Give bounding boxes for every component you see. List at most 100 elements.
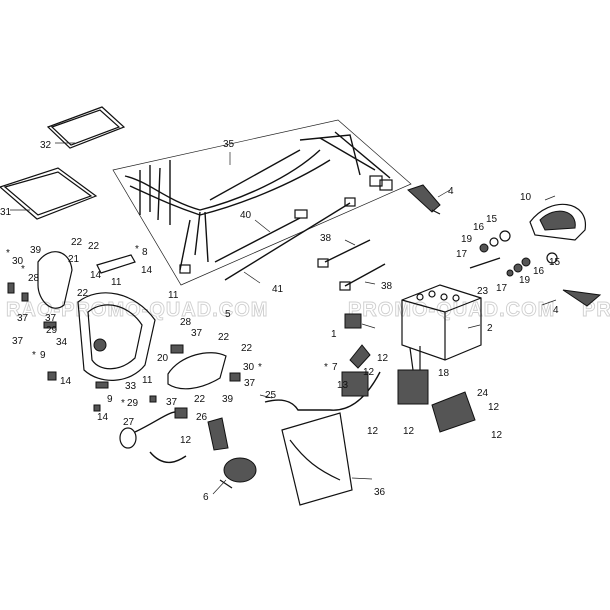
part-38a-wire: [317, 239, 371, 268]
label-37-c: 37: [191, 328, 203, 339]
label-22-f: 22: [194, 394, 206, 405]
leader-lines: [10, 142, 557, 495]
part-7-bracket: [349, 344, 371, 369]
callout-labels: 35 32 31 4 10 40 15 16 19 17 15 16 19 17…: [0, 139, 561, 503]
label-14-a: 14: [90, 270, 102, 281]
label-2: 2: [487, 323, 493, 334]
label-38-top: 38: [320, 233, 332, 244]
asterisk: *: [258, 362, 262, 373]
hardware-group-right: [469, 230, 558, 277]
label-12-b: 12: [377, 353, 389, 364]
label-25: 25: [265, 390, 277, 401]
label-9-a: 9: [40, 350, 46, 361]
asterisk: *: [121, 398, 125, 409]
label-36: 36: [374, 487, 386, 498]
label-11-b: 11: [168, 290, 179, 301]
label-26: 26: [196, 412, 208, 423]
label-30-left: 30: [12, 256, 24, 267]
label-4-top: 4: [448, 186, 454, 197]
part-1-relay: [344, 313, 362, 329]
label-22-a: 22: [71, 237, 83, 248]
label-10: 10: [520, 192, 532, 203]
label-14-b: 14: [141, 265, 153, 276]
small-clips: [7, 282, 241, 412]
label-12-e: 12: [403, 426, 415, 437]
label-7: 7: [332, 362, 338, 373]
label-17-top: 17: [456, 249, 468, 260]
label-37-e: 37: [166, 397, 178, 408]
label-5: 5: [225, 309, 231, 320]
label-22-c: 22: [77, 288, 89, 299]
label-18: 18: [438, 368, 450, 379]
part-31-pad: [0, 167, 98, 220]
asterisk: *: [32, 350, 36, 361]
part-38b-wire: [339, 263, 386, 291]
label-15-top: 15: [486, 214, 498, 225]
part-35-wiring-harness: [112, 119, 412, 286]
label-4-right: 4: [553, 305, 559, 316]
label-39-left: 39: [30, 245, 42, 256]
label-11-a: 11: [111, 277, 122, 288]
part-8-bracket: [96, 254, 136, 274]
label-19-top: 19: [461, 234, 473, 245]
label-11-c: 11: [142, 375, 153, 386]
label-12-f: 12: [488, 402, 500, 413]
asterisk: *: [324, 362, 328, 373]
label-17-right: 17: [496, 283, 508, 294]
part-18-regulator: [397, 346, 429, 405]
label-12-c: 12: [363, 367, 375, 378]
part-2-battery: [401, 284, 482, 361]
part-40-wire: [214, 209, 308, 263]
label-22-e: 22: [241, 343, 253, 354]
label-28-left: 28: [28, 273, 40, 284]
label-34: 34: [56, 337, 68, 348]
label-37-d: 37: [244, 378, 256, 389]
label-35: 35: [223, 139, 235, 150]
label-37-b: 37: [12, 336, 24, 347]
part-10-tail-light: [529, 203, 586, 241]
label-9-b: 9: [107, 394, 113, 405]
part-24-cdi: [431, 391, 476, 433]
part-4-indicator-right: [562, 289, 602, 307]
label-19-right: 19: [519, 275, 531, 286]
label-21: 21: [68, 254, 80, 265]
label-29-b: 29: [127, 398, 139, 409]
watermark-left: RAO-PROMO-QUAD.COM: [6, 299, 268, 321]
label-14-d: 14: [97, 412, 109, 423]
label-20: 20: [157, 353, 169, 364]
asterisk: *: [21, 264, 25, 275]
label-29-a: 29: [46, 325, 58, 336]
part-4-indicator-top: [407, 184, 441, 215]
asterisk: *: [135, 244, 139, 255]
label-33: 33: [125, 381, 137, 392]
label-27: 27: [123, 417, 135, 428]
label-12-a: 12: [180, 435, 192, 446]
asterisk: *: [6, 248, 10, 259]
label-28-b: 28: [180, 317, 192, 328]
label-37-a: 37: [17, 313, 29, 324]
part-39-headlight-right: [167, 352, 227, 390]
label-12-d: 12: [367, 426, 379, 437]
label-22-d: 22: [218, 332, 230, 343]
part-32-pad: [46, 106, 126, 149]
part-39-headlight-left: [37, 251, 73, 309]
part-34-headlight-housing: [77, 292, 156, 381]
label-38-bottom: 38: [381, 281, 393, 292]
label-6: 6: [203, 492, 209, 503]
label-14-c: 14: [60, 376, 72, 387]
label-24: 24: [477, 388, 489, 399]
label-22-b: 22: [88, 241, 100, 252]
label-16-right: 16: [533, 266, 545, 277]
label-16-top: 16: [473, 222, 485, 233]
part-36-pouch: [281, 412, 353, 506]
label-31: 31: [0, 207, 12, 218]
label-41: 41: [272, 284, 284, 295]
label-39-right: 39: [222, 394, 234, 405]
part-25-ignition-coil: [207, 371, 381, 451]
part-26-switch: [174, 407, 188, 419]
label-30-right: 30: [243, 362, 255, 373]
label-32: 32: [40, 140, 52, 151]
label-1: 1: [331, 329, 337, 340]
